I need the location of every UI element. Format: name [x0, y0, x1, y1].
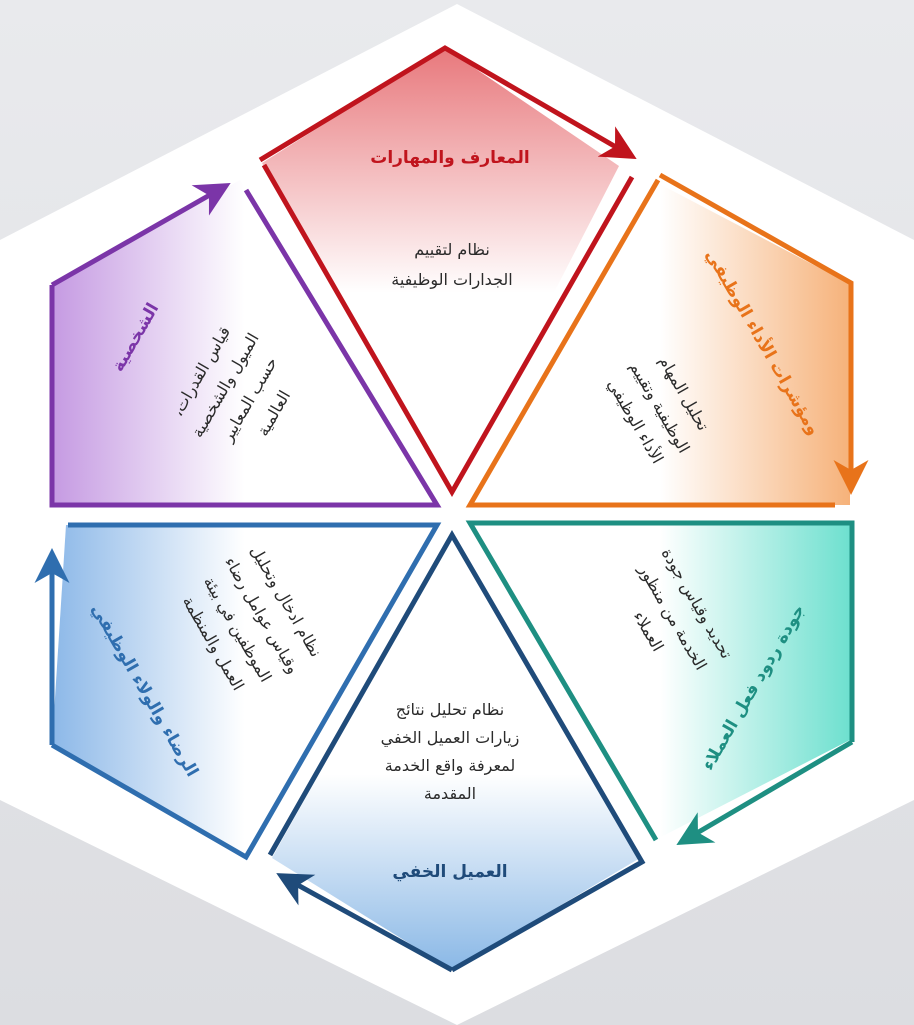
segment-performance-fill — [470, 180, 850, 505]
description-line: لمعرفة واقع الخدمة — [385, 756, 516, 776]
description-line: المقدمة — [424, 784, 476, 803]
description-line: زيارات العميل الخفي — [381, 728, 520, 748]
segment-mystery-shopper-title: العميل الخفي — [392, 862, 507, 882]
description-line: نظام تحليل نتائج — [396, 700, 505, 719]
segment-performance-border — [465, 178, 835, 508]
segment-satisfaction-border — [50, 522, 442, 861]
segment-personality-fill — [52, 180, 437, 505]
description-line: نظام لتقييم — [414, 240, 490, 259]
segment-personality-border — [49, 188, 442, 508]
segment-knowledge-title: المعارف والمهارات — [370, 148, 530, 168]
segment-mystery-shopper-description: نظام تحليل نتائج زيارات العميل الخفي لمع… — [381, 700, 520, 803]
segment-customer-feedback-fill — [470, 523, 850, 840]
segment-satisfaction — [34, 522, 442, 861]
segment-satisfaction-fill — [52, 525, 437, 857]
segment-performance-arrow — [658, 172, 869, 495]
segment-knowledge-border — [261, 163, 635, 498]
segment-mystery-shopper-arrow — [276, 873, 454, 973]
segment-knowledge — [258, 45, 637, 498]
segment-mystery-shopper-fill — [272, 535, 640, 970]
segment-personality — [49, 180, 442, 508]
description-line: الجدارات الوظيفية — [391, 270, 512, 290]
segment-personality-arrow — [50, 183, 231, 288]
segment-mystery-shopper — [267, 529, 646, 973]
segment-customer-feedback-border — [465, 520, 855, 842]
segment-performance — [465, 172, 869, 508]
segment-knowledge-description: نظام لتقييم الجدارات الوظيفية — [391, 240, 512, 290]
segment-mystery-shopper-border — [267, 529, 646, 973]
segment-knowledge-arrow — [258, 45, 637, 163]
segment-knowledge-fill — [262, 48, 619, 493]
segment-customer-feedback-arrow — [676, 739, 854, 846]
segment-customer-feedback — [465, 520, 855, 846]
